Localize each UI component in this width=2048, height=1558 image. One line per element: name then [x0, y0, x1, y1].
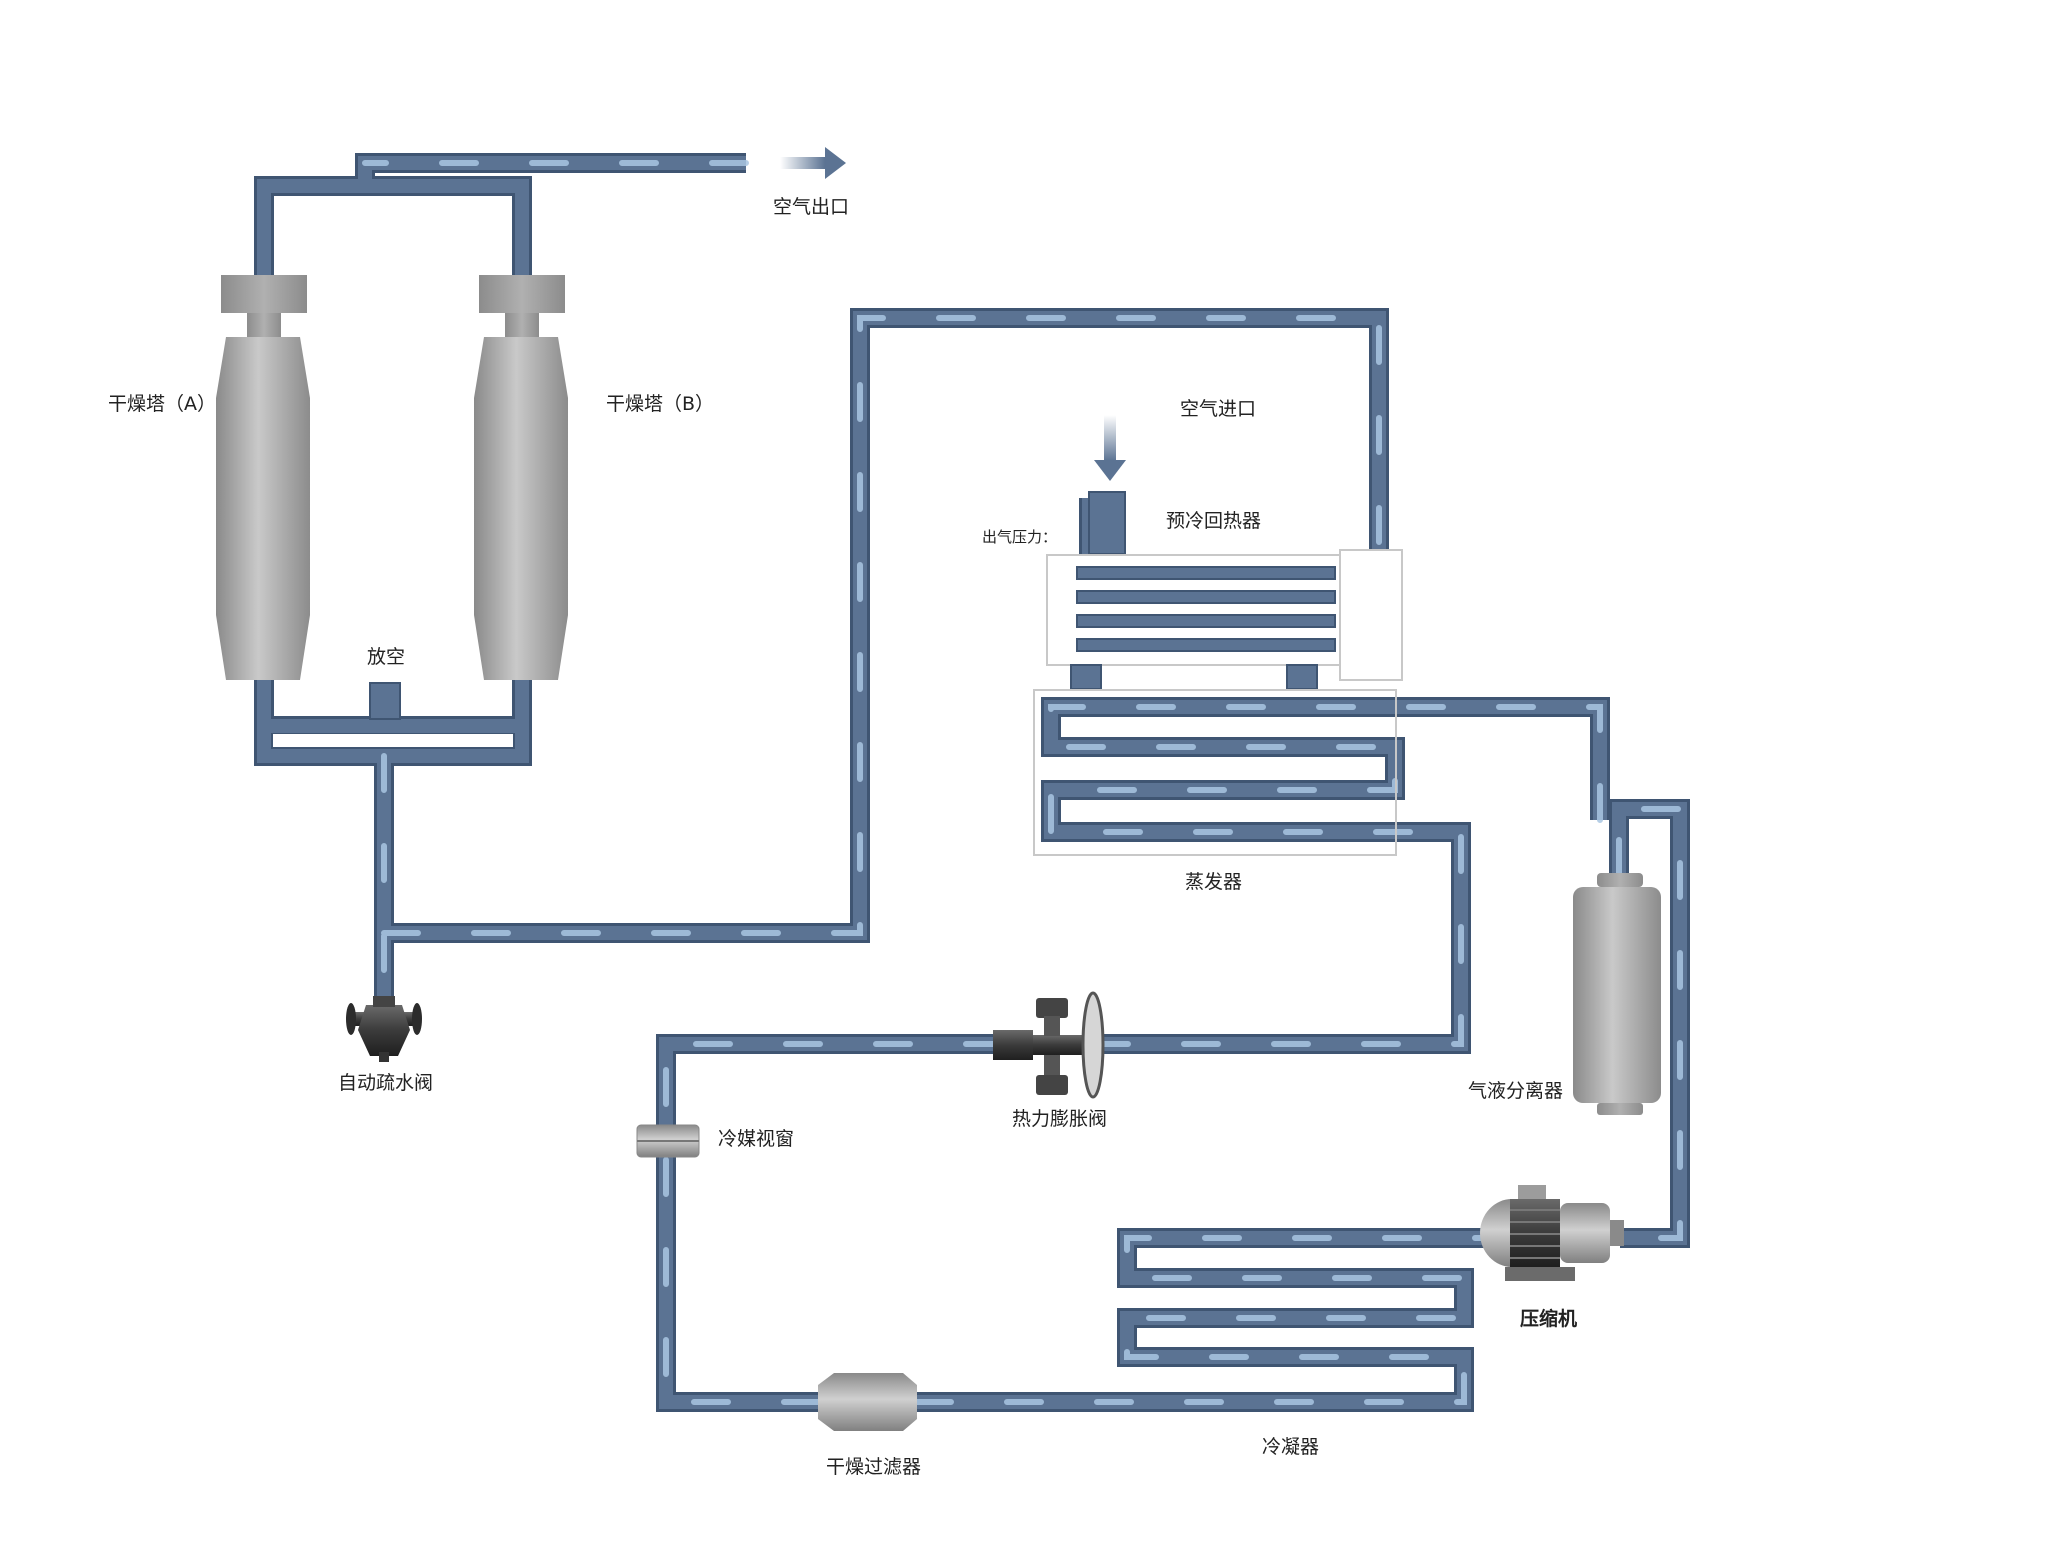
gas-liquid-separator-icon	[1573, 873, 1661, 1115]
pipe-network	[254, 153, 1690, 1412]
filter-dryer-label: 干燥过滤器	[826, 1456, 922, 1478]
precool-reheater-label: 预冷回热器	[1166, 510, 1262, 532]
sight-glass-label: 冷媒视窗	[718, 1128, 795, 1150]
drying-tower-b-icon	[474, 275, 568, 680]
evaporator-casing	[1033, 689, 1397, 856]
motor-compressor-icon	[1480, 1185, 1624, 1281]
air-outlet-label: 空气出口	[773, 196, 850, 218]
tower-b-label: 干燥塔（B）	[606, 393, 715, 415]
precool-reheater	[1046, 491, 1403, 690]
vent-label: 放空	[367, 646, 406, 668]
thermal-expansion-valve-icon	[993, 991, 1105, 1099]
sight-glass-icon	[636, 1124, 700, 1158]
drying-tower-a-icon	[216, 275, 310, 680]
steam-trap-valve-icon	[346, 996, 422, 1062]
air-inlet-label: 空气进口	[1180, 398, 1257, 420]
condenser-label: 冷凝器	[1262, 1436, 1320, 1458]
drain-valve-label: 自动疏水阀	[338, 1072, 434, 1094]
arrow-down-icon	[1094, 415, 1126, 481]
outlet-pressure-label: 出气压力：	[982, 528, 1058, 546]
expansion-valve-label: 热力膨胀阀	[1012, 1108, 1108, 1130]
compressor-label: 压缩机	[1520, 1308, 1578, 1330]
filter-drier-icon	[818, 1373, 917, 1431]
tower-a-label: 干燥塔（A）	[108, 393, 216, 415]
arrow-right-icon	[780, 147, 846, 179]
vent-stub	[369, 682, 401, 720]
separator-label: 气液分离器	[1468, 1080, 1564, 1102]
evaporator-label: 蒸发器	[1185, 871, 1243, 893]
